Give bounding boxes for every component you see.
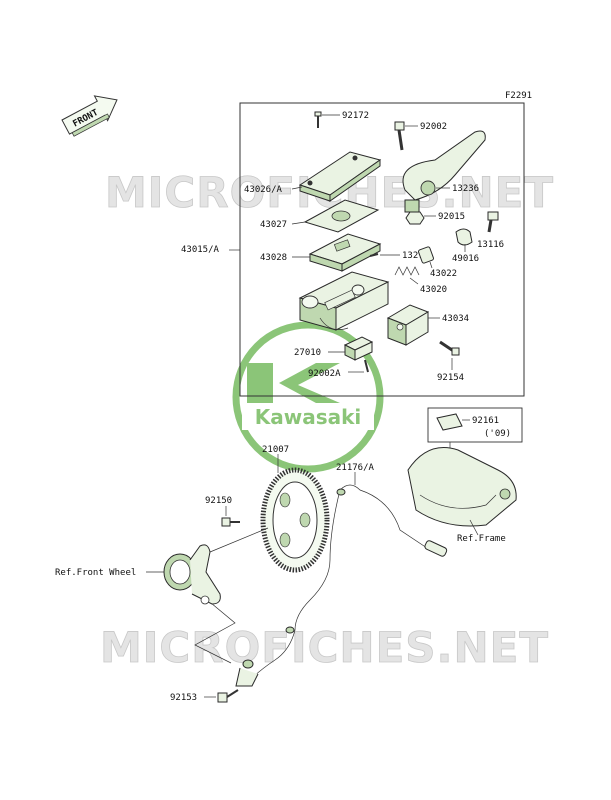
label-92002A: 92002A	[308, 369, 341, 379]
frame-bracket	[407, 447, 517, 536]
master-cylinder-group-frame	[239, 102, 525, 397]
front-wheel-hub	[146, 544, 221, 605]
label-43026A: 43026/A	[244, 185, 283, 195]
leader-hub-rotor	[209, 527, 269, 553]
boot-49016	[455, 228, 473, 252]
spring-43020	[394, 266, 420, 285]
brake-lever	[402, 130, 486, 213]
diaphragm-plate	[291, 199, 380, 233]
pin-13272	[369, 253, 400, 257]
holder-43034	[386, 304, 440, 346]
bolt-92154	[439, 340, 460, 370]
label-43015A: 43015/A	[181, 245, 220, 255]
reservoir-cap	[291, 151, 382, 202]
label-92161-note: ('09)	[484, 429, 511, 439]
pivot-13116	[487, 211, 499, 233]
screw-92002A	[348, 359, 369, 373]
label-43034: 43034	[442, 314, 469, 324]
switch-27010	[328, 336, 374, 361]
piston-assembly	[418, 246, 434, 269]
label-13236: 13236	[452, 184, 479, 194]
label-92002: 92002	[420, 122, 447, 132]
label-49016: 49016	[452, 254, 479, 264]
label-21007: 21007	[262, 445, 289, 455]
diaphragm	[292, 233, 382, 272]
label-92161: 92161	[472, 416, 499, 426]
label-43022: 43022	[430, 269, 457, 279]
bolt-92002	[394, 121, 418, 151]
label-92154: 92154	[437, 373, 464, 383]
ref-front-wheel-label: Ref.Front Wheel	[55, 568, 136, 578]
label-43020: 43020	[420, 285, 447, 295]
label-92015: 92015	[438, 212, 465, 222]
label-92172: 92172	[342, 111, 369, 121]
label-92153: 92153	[170, 693, 197, 703]
bolt-92153	[204, 689, 239, 703]
leader-hub-sensor	[194, 597, 236, 664]
label-13116: 13116	[477, 240, 504, 250]
watermark-bottom: MICROFICHES.NET	[100, 623, 549, 672]
sensor-rotor	[260, 454, 330, 573]
nut-92015	[405, 211, 436, 225]
screw-92172	[314, 111, 340, 128]
logo-wordmark: Kawasaki	[255, 405, 362, 429]
front-arrow-icon: FRONT	[61, 95, 118, 137]
label-43028: 43028	[260, 253, 287, 263]
label-sticker	[436, 413, 463, 431]
ref-frame-label: Ref.Frame	[457, 534, 506, 544]
label-21176A: 21176/A	[336, 463, 375, 473]
label-92150: 92150	[205, 496, 232, 506]
figure-code: F2291	[505, 91, 532, 101]
bolt-92150	[221, 506, 240, 527]
label-27010: 27010	[294, 348, 321, 358]
label-43027: 43027	[260, 220, 287, 230]
master-cylinder-body	[298, 271, 390, 331]
label-13272: 13272	[402, 251, 429, 261]
abs-sensor-cable	[235, 472, 448, 687]
label-sticker-frame	[427, 407, 523, 443]
